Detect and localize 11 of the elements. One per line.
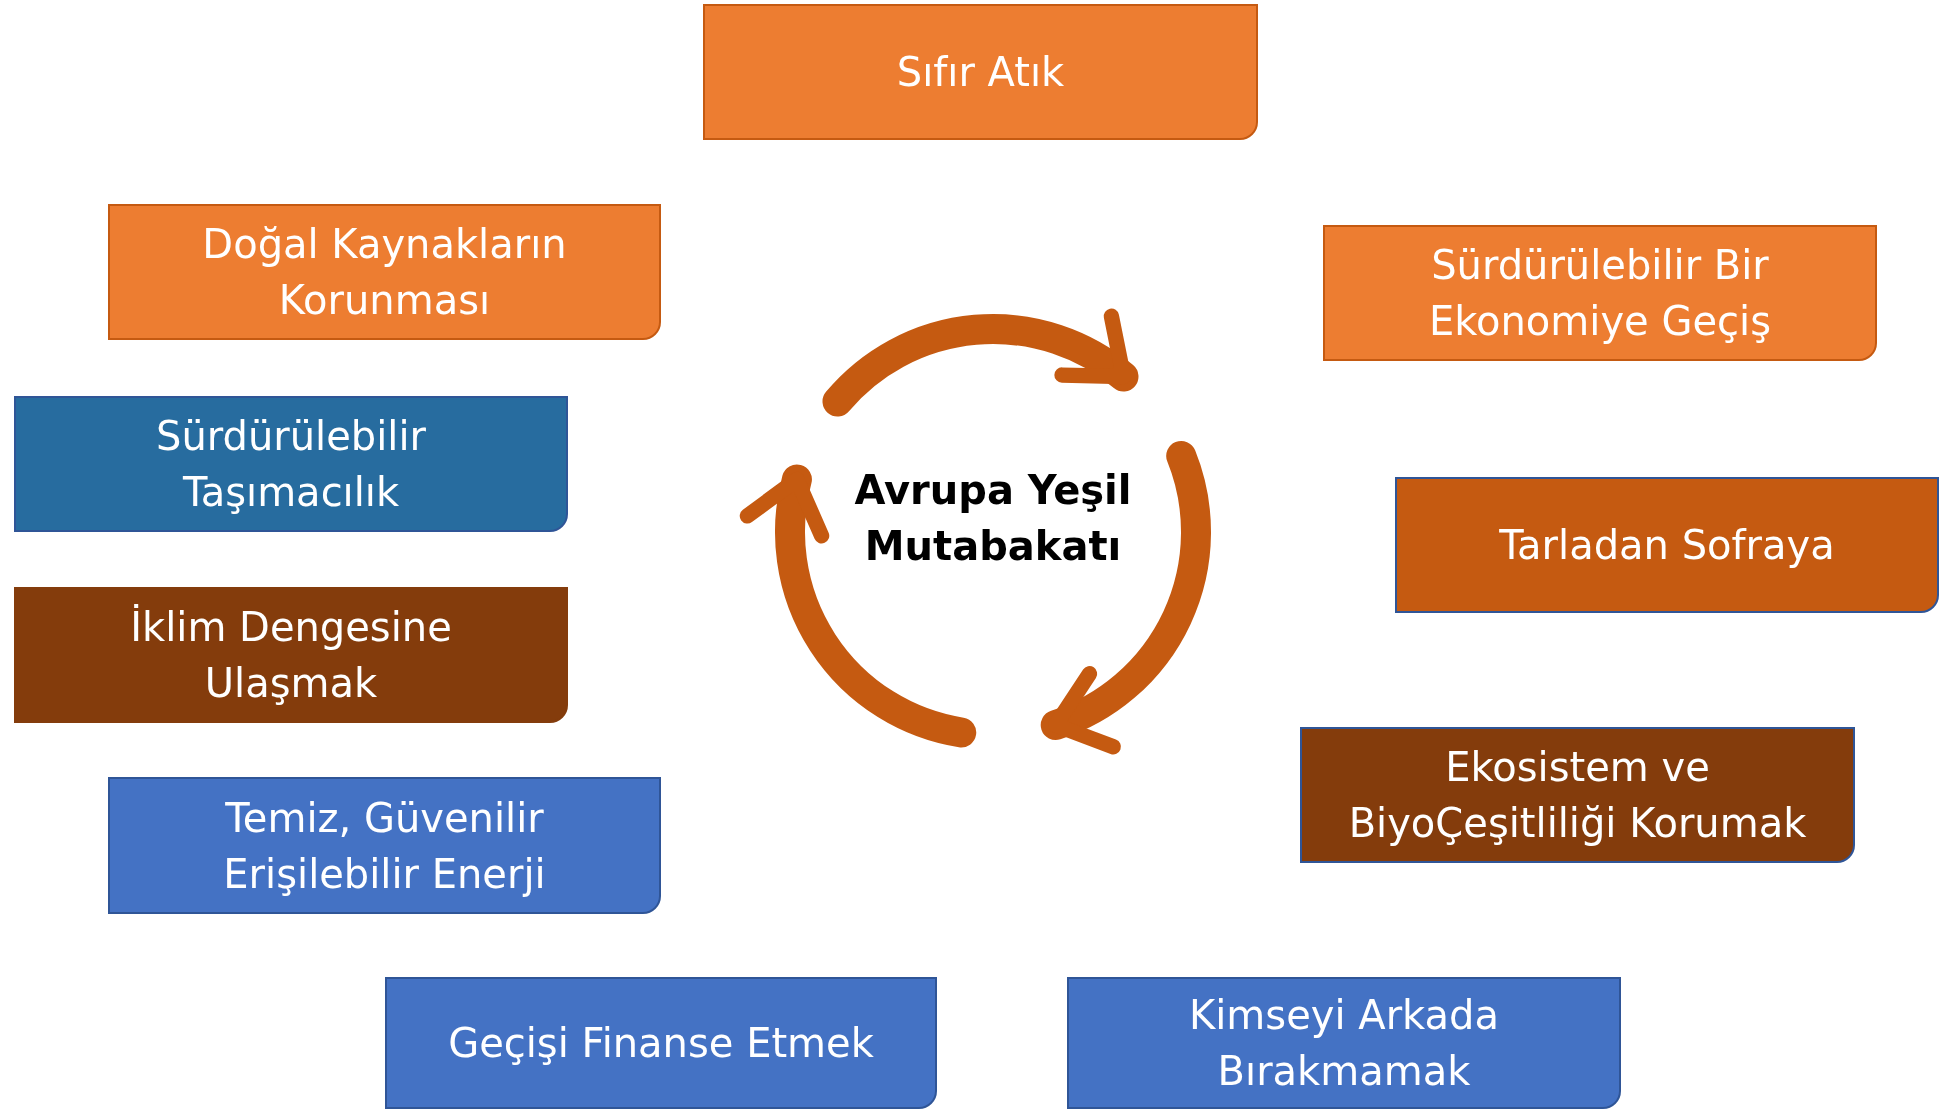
- topic-box: Sürdürülebilir Taşımacılık: [14, 396, 568, 532]
- topic-box: Sıfır Atık: [703, 4, 1258, 140]
- topic-box: Ekosistem ve BiyoÇeşitliliği Korumak: [1300, 727, 1855, 863]
- topic-box: İklim Dengesine Ulaşmak: [14, 587, 568, 723]
- topic-box: Kimseyi Arkada Bırakmamak: [1067, 977, 1621, 1109]
- topic-box: Doğal Kaynakların Korunması: [108, 204, 661, 340]
- topic-box: Temiz, Güvenilir Erişilebilir Enerji: [108, 777, 661, 914]
- topic-box: Tarladan Sofraya: [1395, 477, 1939, 613]
- topic-box: Sürdürülebilir Bir Ekonomiye Geçiş: [1323, 225, 1877, 361]
- topic-box: Geçişi Finanse Etmek: [385, 977, 937, 1109]
- center-title: Avrupa Yeşil Mutabakatı: [853, 466, 1133, 571]
